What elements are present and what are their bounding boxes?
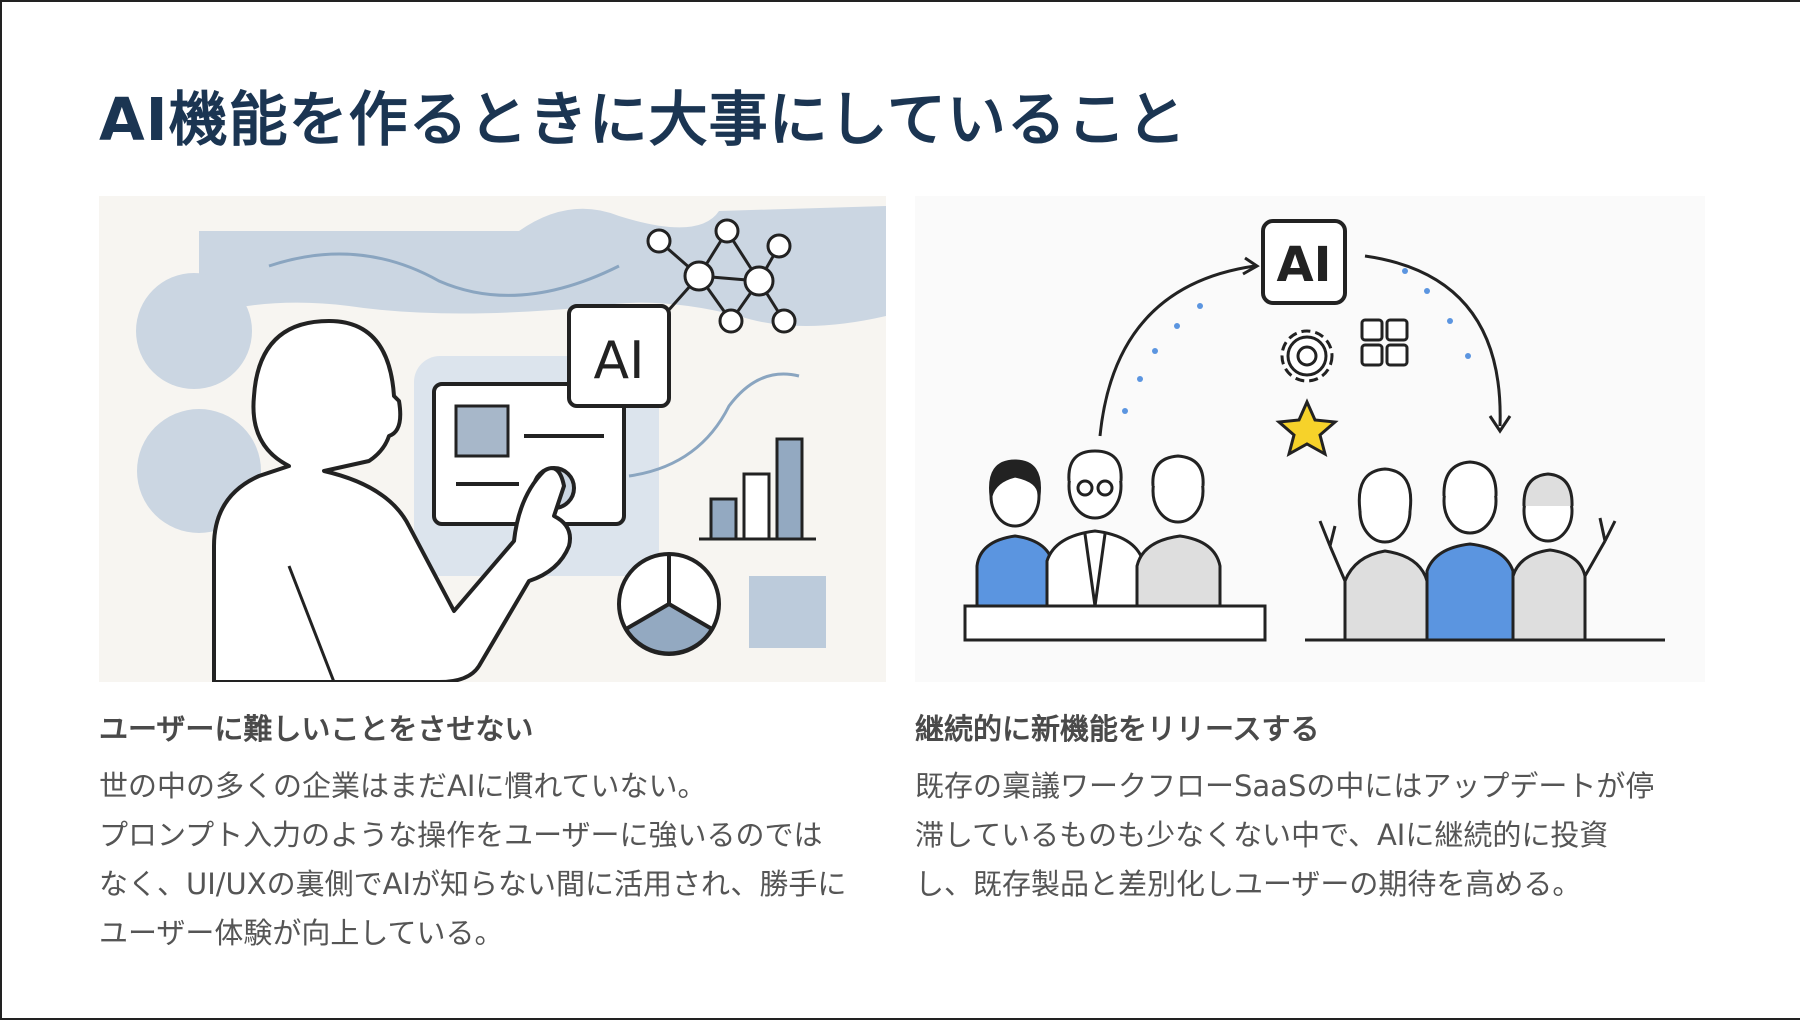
card-heading: 継続的に新機能をリリースする xyxy=(915,712,1320,746)
body-line: なく、UI/UXの裏側でAIが知らない間に活用され、勝手に xyxy=(99,867,847,901)
page-title: AI機能を作るときに大事にしていること xyxy=(99,85,1187,154)
card-heading: ユーザーに難しいことをさせない xyxy=(99,712,534,746)
body-line: 既存の稟議ワークフローSaaSの中にはアップデートが停 xyxy=(915,769,1655,803)
card-continuous-release: AI xyxy=(915,196,1705,909)
body-line: 世の中の多くの企業はまだAIに慣れていない。 xyxy=(99,769,707,803)
illustration-user-ai-touch: AI xyxy=(99,196,886,682)
body-line: プロンプト入力のような操作をユーザーに強いるのでは xyxy=(99,818,823,852)
illustration-ai-label: AI xyxy=(1276,237,1331,293)
illustration-ai-label: AI xyxy=(594,331,645,391)
network-icon xyxy=(646,218,797,334)
gear-icon xyxy=(1280,329,1334,383)
card-body: 既存の稟議ワークフローSaaSの中にはアップデートが停 滞しているものも少なくな… xyxy=(915,762,1705,909)
body-line: し、既存製品と差別化しユーザーの期待を高める。 xyxy=(915,867,1582,901)
star-icon xyxy=(1275,398,1339,458)
body-line: ユーザー体験が向上している。 xyxy=(99,916,504,950)
body-line: 滞しているものも少なくない中で、AIに継続的に投資 xyxy=(915,818,1609,852)
card-simple-ux: AI ユーザーに難しいことをさせない 世の中の多くの企業はまだAIに慣れていない… xyxy=(99,196,886,958)
illustration-ai-release-team: AI xyxy=(915,196,1705,682)
grid-icon xyxy=(1360,318,1409,367)
card-body: 世の中の多くの企業はまだAIに慣れていない。 プロンプト入力のような操作をユーザ… xyxy=(99,762,886,958)
